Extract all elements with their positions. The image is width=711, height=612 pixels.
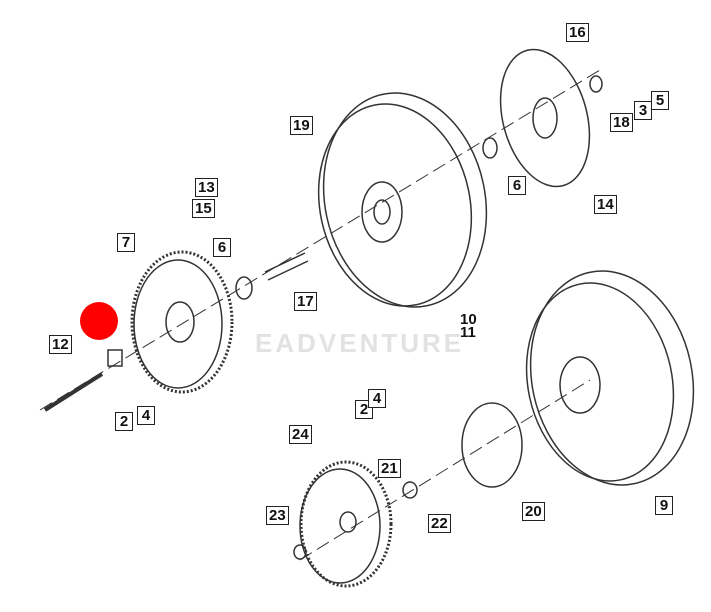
callout-4b[interactable]: 4 [368, 389, 386, 408]
callout-17[interactable]: 17 [294, 292, 317, 311]
pulley-adapter [461, 402, 523, 488]
pulley-wheel [130, 250, 234, 394]
callout-14[interactable]: 14 [594, 195, 617, 214]
callout-12[interactable]: 12 [49, 335, 72, 354]
pulley-lower [299, 460, 393, 588]
callout-2[interactable]: 2 [115, 412, 133, 431]
callout-6b[interactable]: 6 [213, 238, 231, 257]
callout-4[interactable]: 4 [137, 406, 155, 425]
wheel-cast [525, 270, 695, 486]
axle-centerline [39, 69, 601, 411]
callout-23[interactable]: 23 [266, 506, 289, 525]
callout-7[interactable]: 7 [117, 233, 135, 252]
callout-16[interactable]: 16 [566, 23, 589, 42]
callout-18[interactable]: 18 [610, 113, 633, 132]
axle-centerline-lower [299, 379, 591, 561]
callout-19[interactable]: 19 [290, 116, 313, 135]
callout-9[interactable]: 9 [655, 496, 673, 515]
bearing [482, 137, 498, 159]
callout-5[interactable]: 5 [651, 91, 669, 110]
callout-20[interactable]: 20 [522, 502, 545, 521]
callout-24[interactable]: 24 [289, 425, 312, 444]
bearing [402, 481, 418, 499]
red-marker-dot [80, 302, 118, 340]
bearing [589, 75, 603, 93]
callout-3[interactable]: 3 [634, 101, 652, 120]
callout-13[interactable]: 13 [195, 178, 218, 197]
washer [293, 544, 307, 560]
callout-22[interactable]: 22 [428, 514, 451, 533]
disc-hub [532, 97, 558, 139]
callout-15[interactable]: 15 [192, 199, 215, 218]
bearing [235, 276, 253, 300]
label-11[interactable]: 11 [460, 324, 476, 341]
callout-6[interactable]: 6 [508, 176, 526, 195]
watermark: EADVENTURE [255, 328, 465, 358]
wheel-spoked [317, 92, 488, 308]
axle [43, 372, 104, 412]
label-10[interactable]: 10 [460, 311, 477, 328]
spacer [107, 349, 123, 367]
spacer [264, 252, 309, 281]
brake-disc [499, 48, 591, 188]
callout-21[interactable]: 21 [378, 459, 401, 478]
